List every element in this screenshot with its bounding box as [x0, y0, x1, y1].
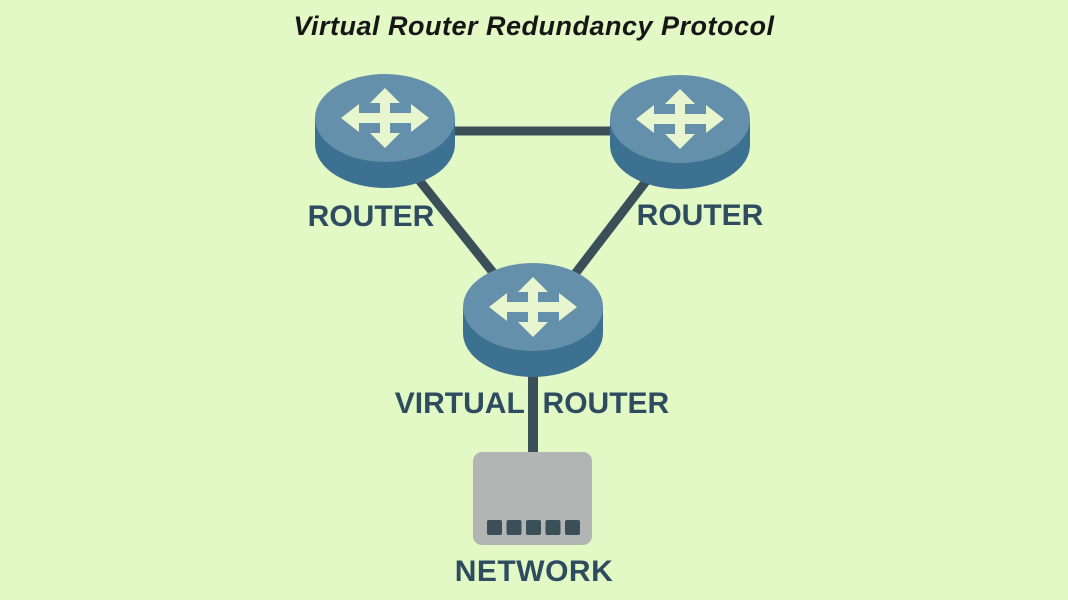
label-router-right: ROUTER [636, 199, 764, 232]
network-port-dot [526, 520, 541, 535]
network-port-dot [487, 520, 502, 535]
label-network: NETWORK [454, 555, 614, 588]
network-port-dot [565, 520, 580, 535]
network-box [473, 452, 592, 545]
network-switch-icon [473, 452, 592, 545]
label-router-left: ROUTER [307, 200, 435, 233]
label-virtual-router: VIRTUAL ROUTER [394, 387, 670, 420]
network-port-dot [545, 520, 561, 535]
router-icon-right [610, 75, 750, 189]
diagram-title: Virtual Router Redundancy Protocol [293, 11, 775, 41]
network-port-dot [506, 520, 522, 535]
router-icon-left [315, 74, 455, 188]
router-icon-virtual [463, 263, 603, 377]
